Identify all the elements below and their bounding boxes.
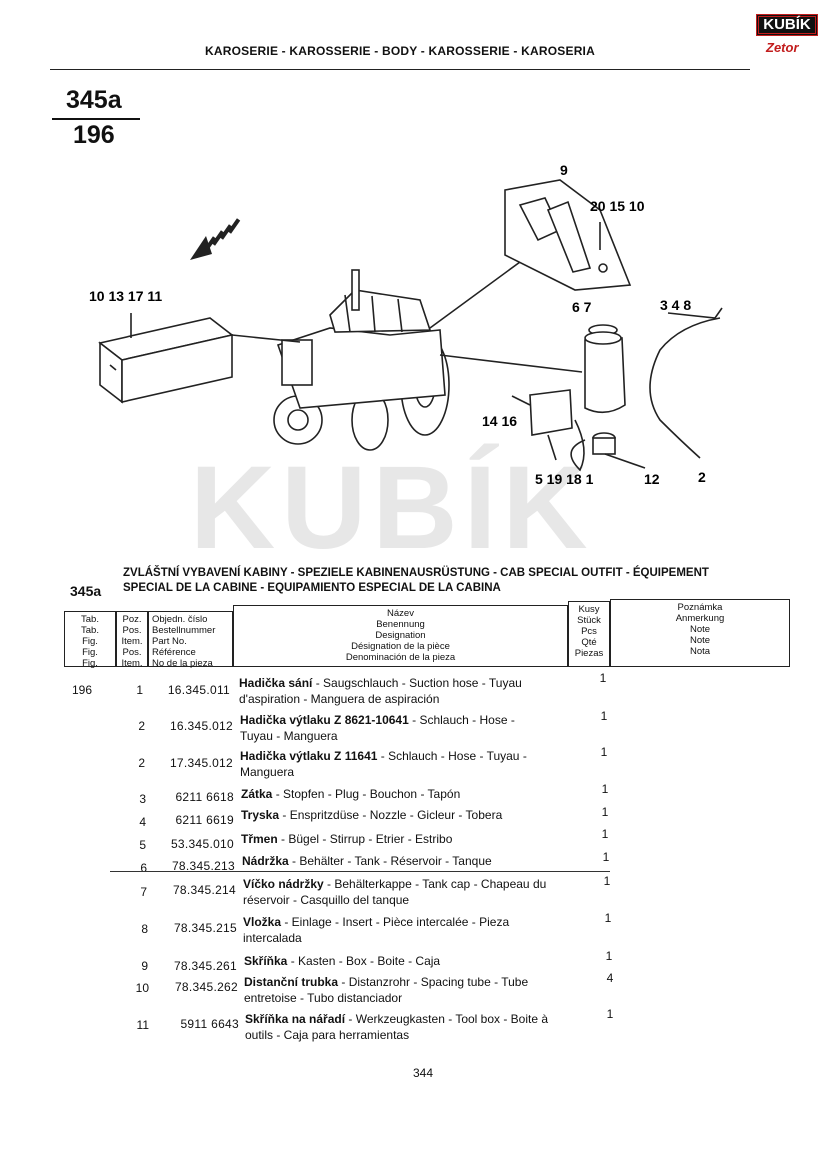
row-position: 4 [139, 815, 146, 829]
cab-box-part [504, 179, 632, 291]
row-description: Třmen - Bügel - Stirrup - Etrier - Estri… [241, 832, 453, 846]
row-quantity: 1 [602, 850, 610, 864]
section-title-line1: ZVLÁŠTNÍ VYBAVENÍ KABINY - SPEZIELE KABI… [123, 567, 709, 579]
section-title: ZVLÁŠTNÍ VYBAVENÍ KABINY - SPEZIELE KABI… [123, 566, 783, 596]
row-quantity: 1 [599, 671, 607, 685]
row-position: 2 [138, 756, 145, 770]
nozzle-part [667, 307, 723, 319]
row-description: Skříňka na nářadí - Werkzeugkasten - Too… [245, 1012, 549, 1042]
row-part-number: 16.345.012 [169, 719, 233, 733]
callout-3-4-8: 3 4 8 [660, 297, 691, 313]
row-description: Tryska - Enspritzdüse - Nozzle - Gicleur… [241, 808, 503, 822]
row-part-number: 5911 6643 [180, 1017, 239, 1031]
section-title-line2: SPECIAL DE LA CABINE - EQUIPAMIENTO ESPE… [123, 582, 501, 594]
row-part-number: 53.345.010 [170, 837, 234, 851]
row-description: Zátka - Stopfen - Plug - Bouchon - Tapón [241, 787, 461, 801]
row-description: Distanční trubka - Distanzrohr - Spacing… [244, 975, 529, 1005]
row-quantity: 1 [600, 745, 608, 759]
row-description: Hadička výtlaku Z 8621-10641 - Schlauch … [240, 713, 515, 743]
column-header-position: Poz.Pos.Item.Pos.Item. [116, 611, 148, 669]
row-part-number: 78.345.262 [174, 980, 238, 994]
row-quantity: 1 [604, 911, 612, 925]
row-quantity: 1 [601, 827, 609, 841]
row-quantity: 4 [606, 971, 614, 985]
row-part-number: 78.345.215 [173, 921, 237, 935]
kubik-logo: KUBÍK [756, 14, 818, 36]
row-separator [110, 871, 610, 872]
column-header-tab: Tab.Tab.Fig.Fig.Fig. [64, 611, 116, 669]
row-part-number: 16.345.011 [167, 683, 230, 697]
row-quantity: 1 [600, 709, 608, 723]
row-part-number: 6211 6619 [175, 813, 234, 827]
page-id-bottom: 196 [73, 121, 115, 149]
direction-arrow-icon [190, 218, 241, 260]
tool-box-part [98, 317, 234, 404]
row-position: 5 [139, 838, 146, 852]
row-description: Skříňka - Kasten - Box - Boite - Caja [244, 954, 441, 968]
page-id-top: 345a [66, 86, 122, 114]
tractor-drawing [273, 269, 450, 451]
page-header-title: KAROSERIE - KAROSSERIE - BODY - KAROSSER… [205, 44, 595, 58]
row-description: Hadička sání - Saugschlauch - Suction ho… [239, 676, 522, 706]
callout-9: 9 [560, 162, 568, 178]
row-description: Víčko nádržky - Behälterkappe - Tank cap… [243, 877, 547, 907]
row-quantity: 1 [603, 874, 611, 888]
washer-tank-part [584, 324, 626, 414]
row-part-number: 6211 6618 [175, 790, 234, 804]
row-quantity: 1 [605, 949, 613, 963]
table-reference: 196 [72, 683, 93, 697]
row-position: 10 [135, 981, 149, 995]
bracket-part [529, 389, 573, 461]
row-part-number: 78.345.213 [171, 859, 235, 873]
row-position: 2 [138, 719, 145, 733]
callout-5-19-18-1: 5 19 18 1 [535, 471, 594, 487]
exploded-parts-diagram: 9 20 15 10 10 13 17 11 6 7 3 4 8 14 16 5… [89, 162, 723, 487]
section-code: 345a [70, 583, 102, 599]
row-position: 9 [141, 959, 148, 973]
row-position: 8 [141, 922, 148, 936]
row-quantity: 1 [601, 782, 609, 796]
row-quantity: 1 [601, 805, 609, 819]
pump-part [592, 432, 616, 455]
hose-part [649, 317, 721, 459]
row-quantity: 1 [606, 1007, 614, 1021]
row-position: 6 [140, 861, 147, 875]
callout-6-7: 6 7 [572, 299, 592, 315]
row-description: Vložka - Einlage - Insert - Pièce interc… [243, 915, 510, 945]
row-description: Nádržka - Behälter - Tank - Réservoir - … [242, 854, 492, 868]
callout-12: 12 [644, 471, 660, 487]
callout-10-13-17-11: 10 13 17 11 [89, 288, 162, 304]
row-part-number: 78.345.261 [173, 959, 237, 973]
row-position: 1 [136, 683, 143, 697]
callout-20-15-10: 20 15 10 [590, 198, 645, 214]
page-id-divider [52, 118, 140, 120]
callout-2: 2 [698, 469, 706, 485]
row-position: 11 [136, 1018, 149, 1032]
row-description: Hadička výtlaku Z 11641 - Schlauch - Hos… [240, 749, 527, 779]
row-part-number: 17.345.012 [169, 756, 233, 770]
zetor-logo: Zetor [766, 40, 799, 55]
row-position: 7 [140, 885, 147, 899]
hose-part [570, 419, 586, 472]
page-number: 344 [413, 1066, 434, 1080]
row-position: 3 [139, 792, 146, 806]
header-divider [50, 69, 750, 70]
row-part-number: 78.345.214 [172, 883, 236, 897]
watermark: KUBÍK [190, 442, 594, 574]
callout-14-16: 14 16 [482, 413, 517, 429]
